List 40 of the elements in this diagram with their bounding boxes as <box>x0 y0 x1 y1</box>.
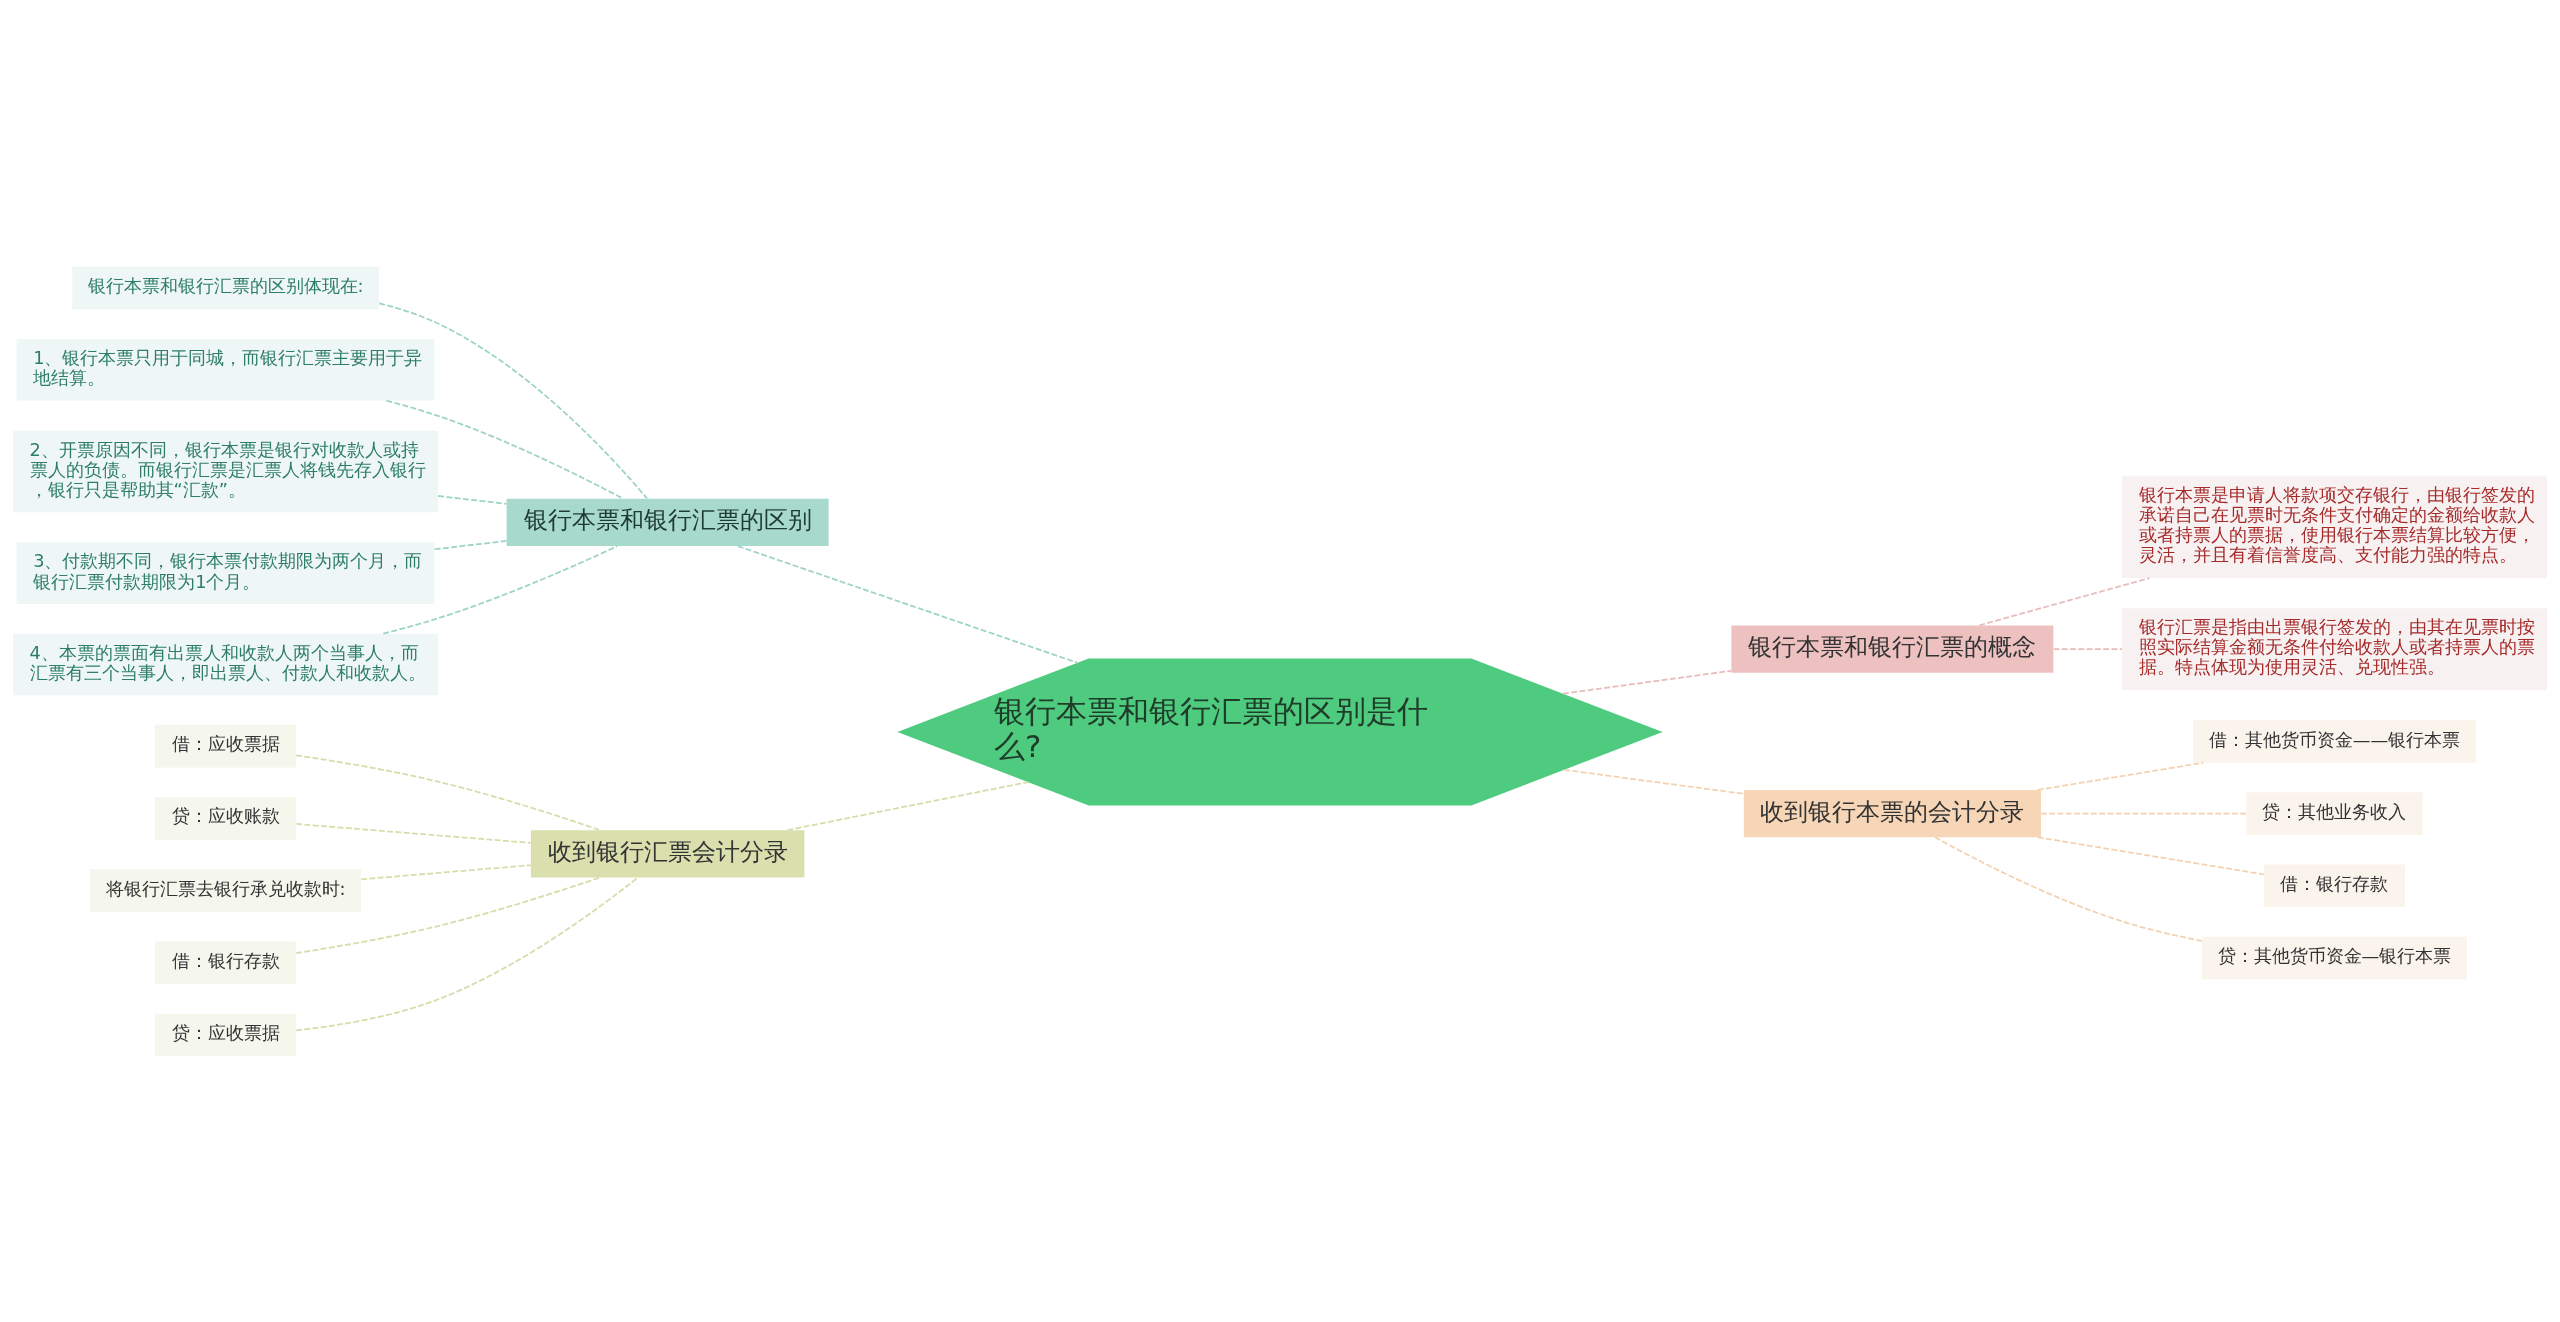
connector <box>360 863 532 880</box>
connector <box>437 494 508 505</box>
node-box: 将银行汇票去银行承兑收款时: <box>90 868 362 912</box>
connector <box>382 544 618 634</box>
connector <box>378 301 648 499</box>
connector <box>1562 669 1733 695</box>
connector <box>2036 835 2265 875</box>
connector <box>737 544 1079 664</box>
connector <box>786 780 1029 831</box>
node-box: 银行本票和银行汇票的区别 <box>506 498 829 546</box>
connector <box>385 399 624 499</box>
connector <box>295 876 601 954</box>
node-box: 银行本票是申请人将款项交存银行，由银行签发的承诺自己在见票时无条件支付确定的金额给收款人或者持票人的票据，使用银行本票结算比较方便，灵活，并且有着信誉度高、支付能力强的特点。 <box>2122 475 2547 578</box>
node-box: 收到银行汇票会计分录 <box>530 829 805 878</box>
connector <box>295 876 639 1031</box>
connector <box>2040 812 2247 814</box>
connector <box>1934 836 2203 942</box>
node-box: 借：其他货币资金——银行本票 <box>2193 719 2476 763</box>
node-box: 银行汇票是指由出票银行签发的，由其在见票时按照实际结算金额无条件付给收款人或者持票人的票据。特点体现为使用灵活、兑现性强。 <box>2122 607 2547 690</box>
connector <box>433 539 508 550</box>
node-box: 收到银行本票的会计分录 <box>1743 789 2041 837</box>
node-box: 贷：其他业务收入 <box>2246 791 2423 835</box>
node-box: 银行本票和银行汇票的区别体现在: <box>72 266 379 309</box>
node-box: 银行本票和银行汇票的概念 <box>1731 624 2054 673</box>
node-box: 贷：其他货币资金—银行本票 <box>2201 936 2468 979</box>
connector <box>1978 576 2151 626</box>
node-box: 贷：应收账款 <box>155 796 296 840</box>
connector <box>1563 768 1745 795</box>
node-box: 借：应收票据 <box>155 724 296 767</box>
node-box: 1、银行本票只用于同城，而银行汇票主要用于异地结算。 <box>16 338 435 400</box>
node-box: 借：银行存款 <box>155 940 296 984</box>
connector <box>2052 647 2123 650</box>
node-box: 借：银行存款 <box>2264 864 2405 907</box>
connector <box>295 822 532 844</box>
node-box: 贷：应收票据 <box>155 1013 296 1056</box>
node-box: 2、开票原因不同，银行本票是银行对收款人或持票人的负债。而银行汇票是汇票人将钱先存入银行，银行只是帮助其“汇款”。 <box>13 430 438 512</box>
connector <box>295 753 601 831</box>
node-box: 3、付款期不同，银行本票付款期限为两个月，而银行汇票付款期限为1个月。 <box>16 542 435 604</box>
connector <box>2036 761 2205 791</box>
node-box: 4、本票的票面有出票人和收款人两个当事人，而汇票有三个当事人，即出票人、付款人和收款人。 <box>13 633 438 695</box>
